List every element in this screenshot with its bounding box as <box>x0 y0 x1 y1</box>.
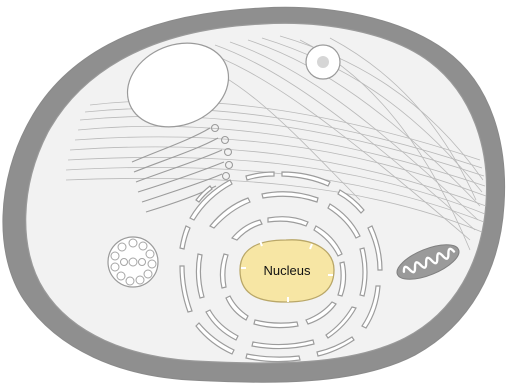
lysosome-icon <box>108 237 158 287</box>
vesicle-core <box>317 56 329 68</box>
nucleus-label: Nucleus <box>264 263 311 278</box>
nucleus: Nucleus <box>240 240 334 302</box>
